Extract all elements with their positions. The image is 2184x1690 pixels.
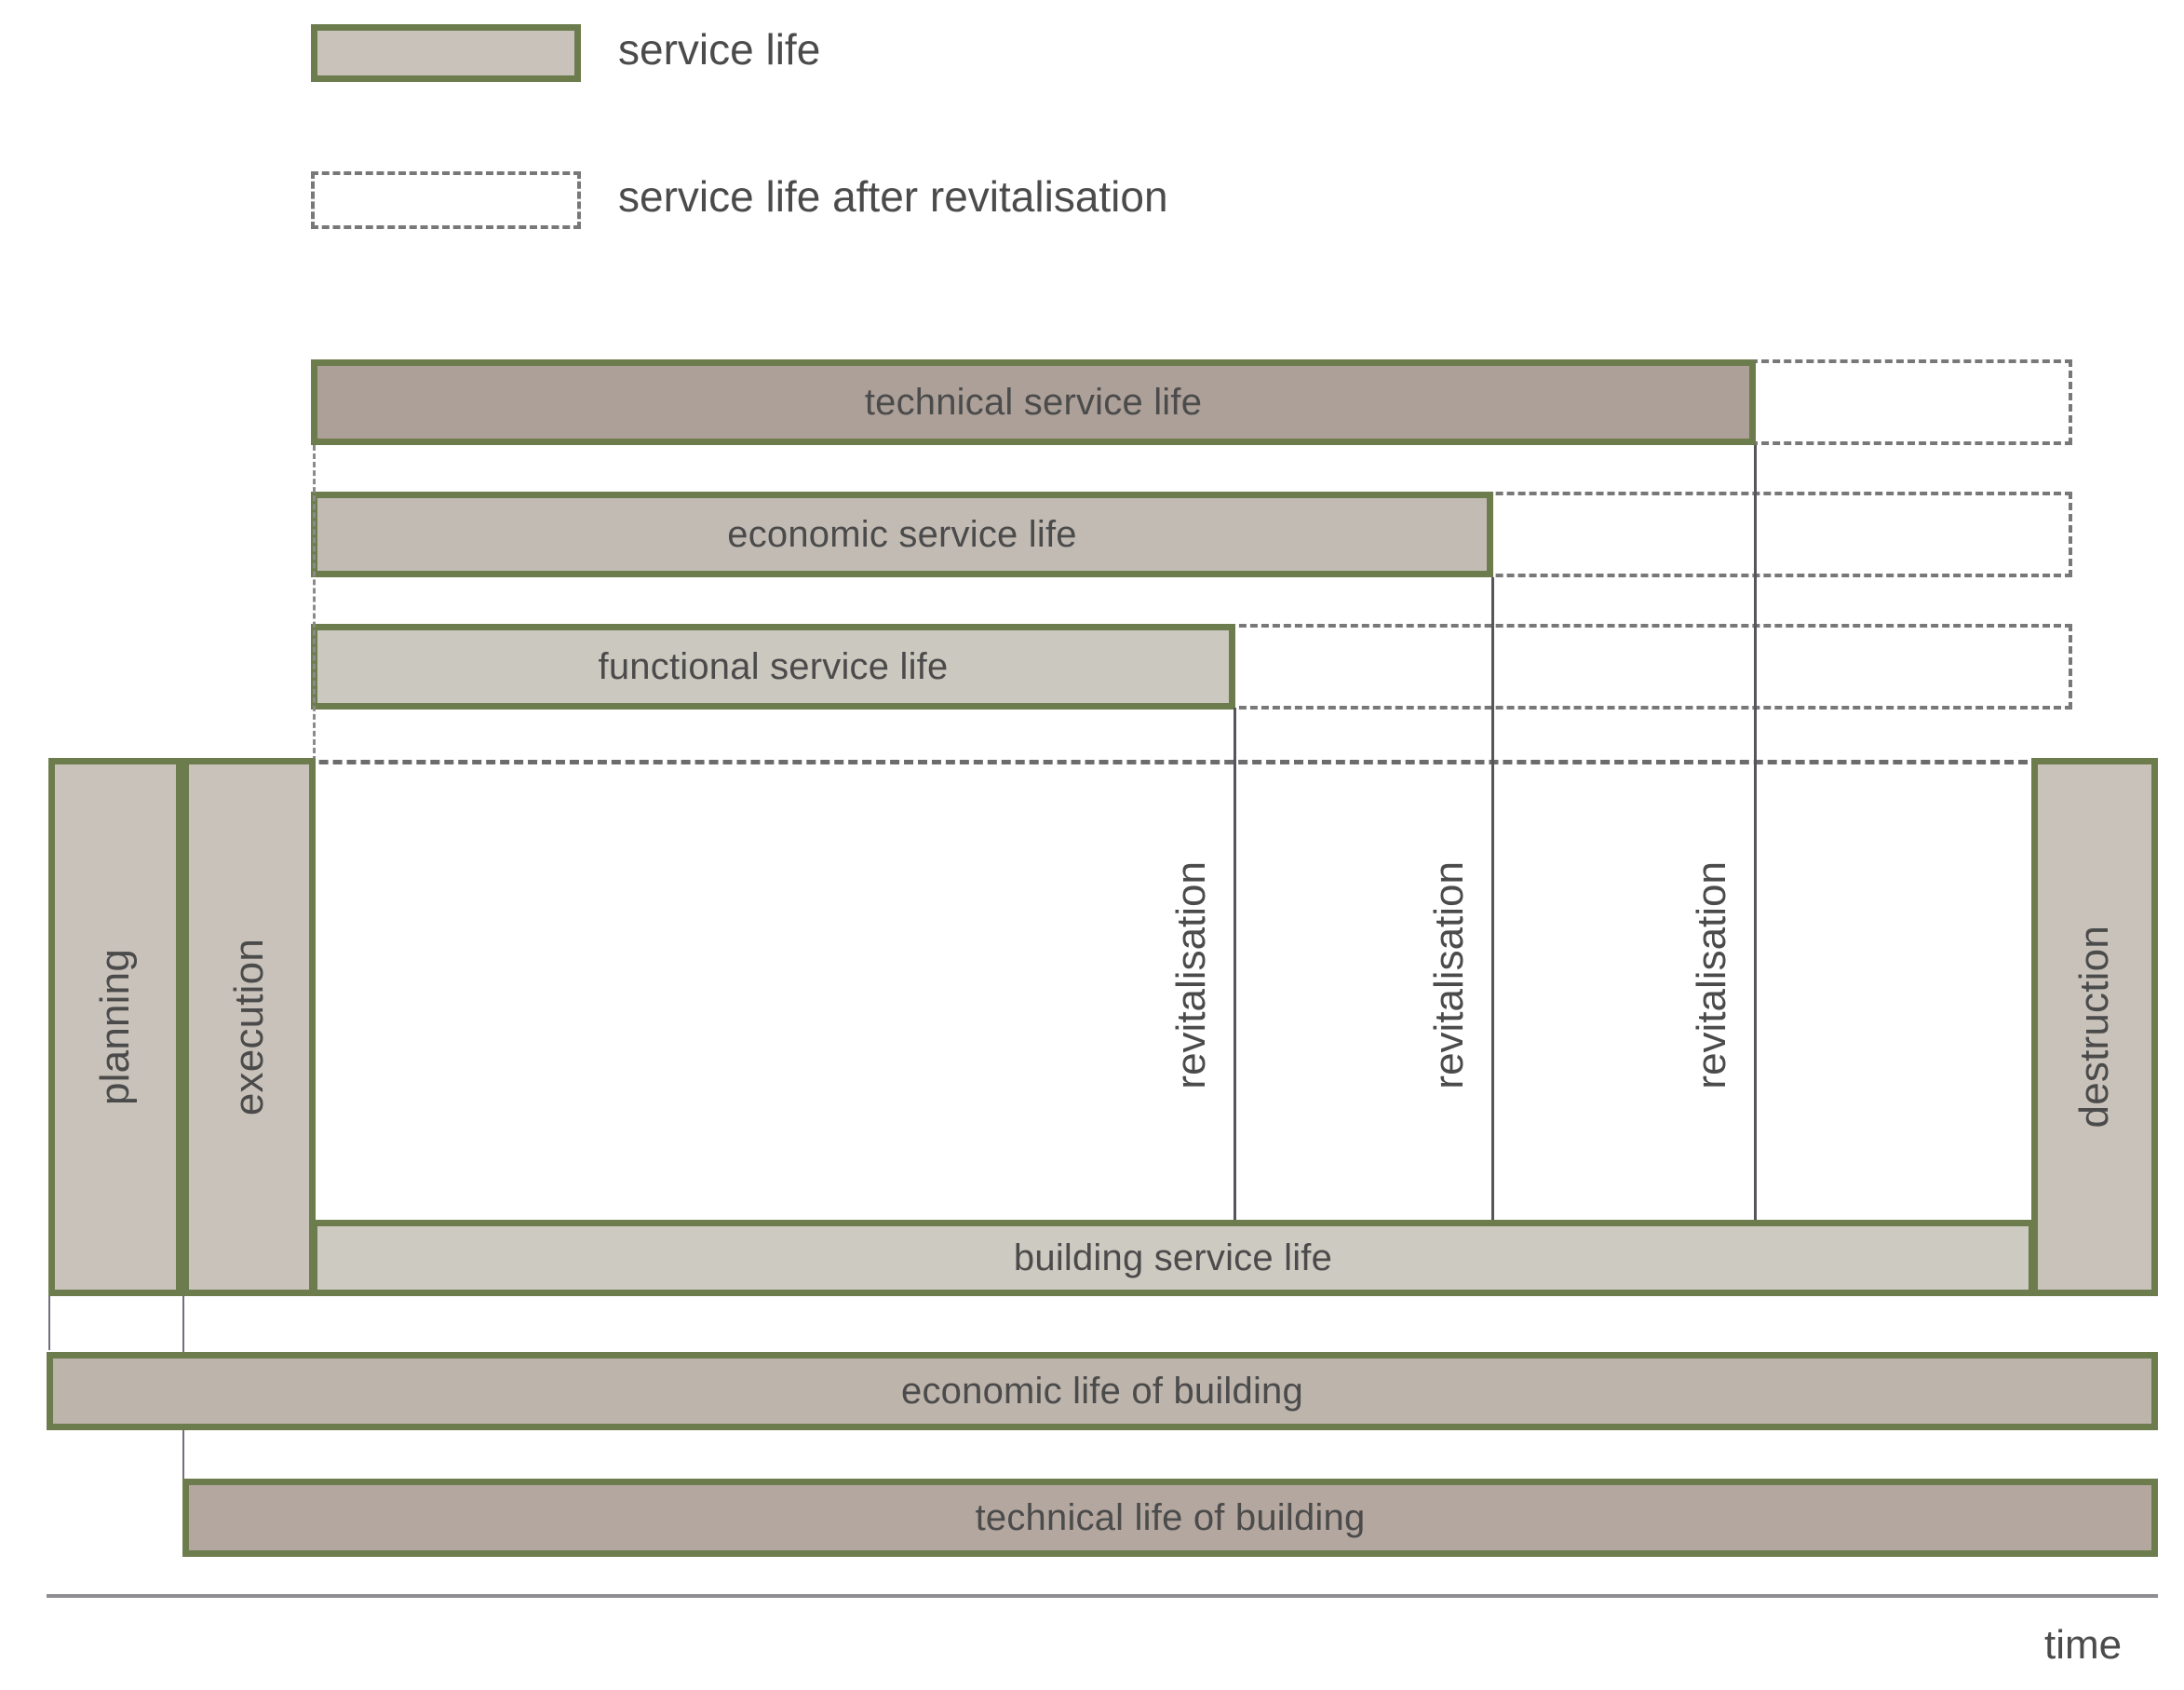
revitalisation-label-3: revitalisation bbox=[1689, 861, 1734, 1089]
bar-label-economic-life-of-building: economic life of building bbox=[901, 1370, 1303, 1412]
phase-label-destruction: destruction bbox=[2071, 926, 2117, 1129]
bar-label-economic-service-life: economic service life bbox=[727, 513, 1077, 555]
legend-label-service-life: service life bbox=[618, 25, 821, 74]
bar-label-functional-service-life: functional service life bbox=[598, 645, 949, 687]
bar-economic-service-life: economic service life bbox=[311, 492, 1493, 577]
revitalisation-marker-line-3 bbox=[1754, 445, 1757, 1229]
phase-column-destruction: destruction bbox=[2031, 758, 2158, 1296]
revitalisation-label-1: revitalisation bbox=[1168, 861, 1214, 1089]
start-edge-dashed-connector bbox=[313, 445, 316, 762]
bar-label-building-service-life: building service life bbox=[1013, 1237, 1333, 1278]
revitalisation-label-2: revitalisation bbox=[1426, 861, 1472, 1089]
phase-label-execution: execution bbox=[225, 938, 272, 1116]
dashed-extension-technical-service-life bbox=[1750, 359, 2072, 445]
phase-column-execution: execution bbox=[182, 758, 316, 1296]
phase-label-planning: planning bbox=[92, 949, 138, 1105]
legend-swatch-service-life-after-revitalisation bbox=[311, 171, 581, 229]
bar-label-technical-service-life: technical service life bbox=[864, 381, 1203, 423]
tick-connector-planning-start bbox=[48, 1296, 50, 1350]
revitalisation-marker-line-2 bbox=[1491, 577, 1494, 1229]
legend-label-service-life-after-revitalisation: service life after revitalisation bbox=[618, 172, 1168, 221]
bar-building-service-life: building service life bbox=[311, 1220, 2035, 1296]
bar-functional-service-life: functional service life bbox=[311, 624, 1235, 710]
revitalisation-marker-line-1 bbox=[1234, 708, 1236, 1229]
bar-label-technical-life-of-building: technical life of building bbox=[975, 1496, 1366, 1538]
bar-technical-life-of-building: technical life of building bbox=[182, 1479, 2158, 1557]
bar-technical-service-life: technical service life bbox=[311, 359, 1756, 445]
legend-swatch-service-life bbox=[311, 24, 581, 82]
phase-column-planning: planning bbox=[48, 758, 182, 1296]
main-frame-top-dashed-rule bbox=[180, 760, 2042, 764]
time-axis-label: time bbox=[2044, 1622, 2123, 1668]
time-axis-line bbox=[47, 1594, 2158, 1598]
bar-economic-life-of-building: economic life of building bbox=[47, 1352, 2158, 1430]
